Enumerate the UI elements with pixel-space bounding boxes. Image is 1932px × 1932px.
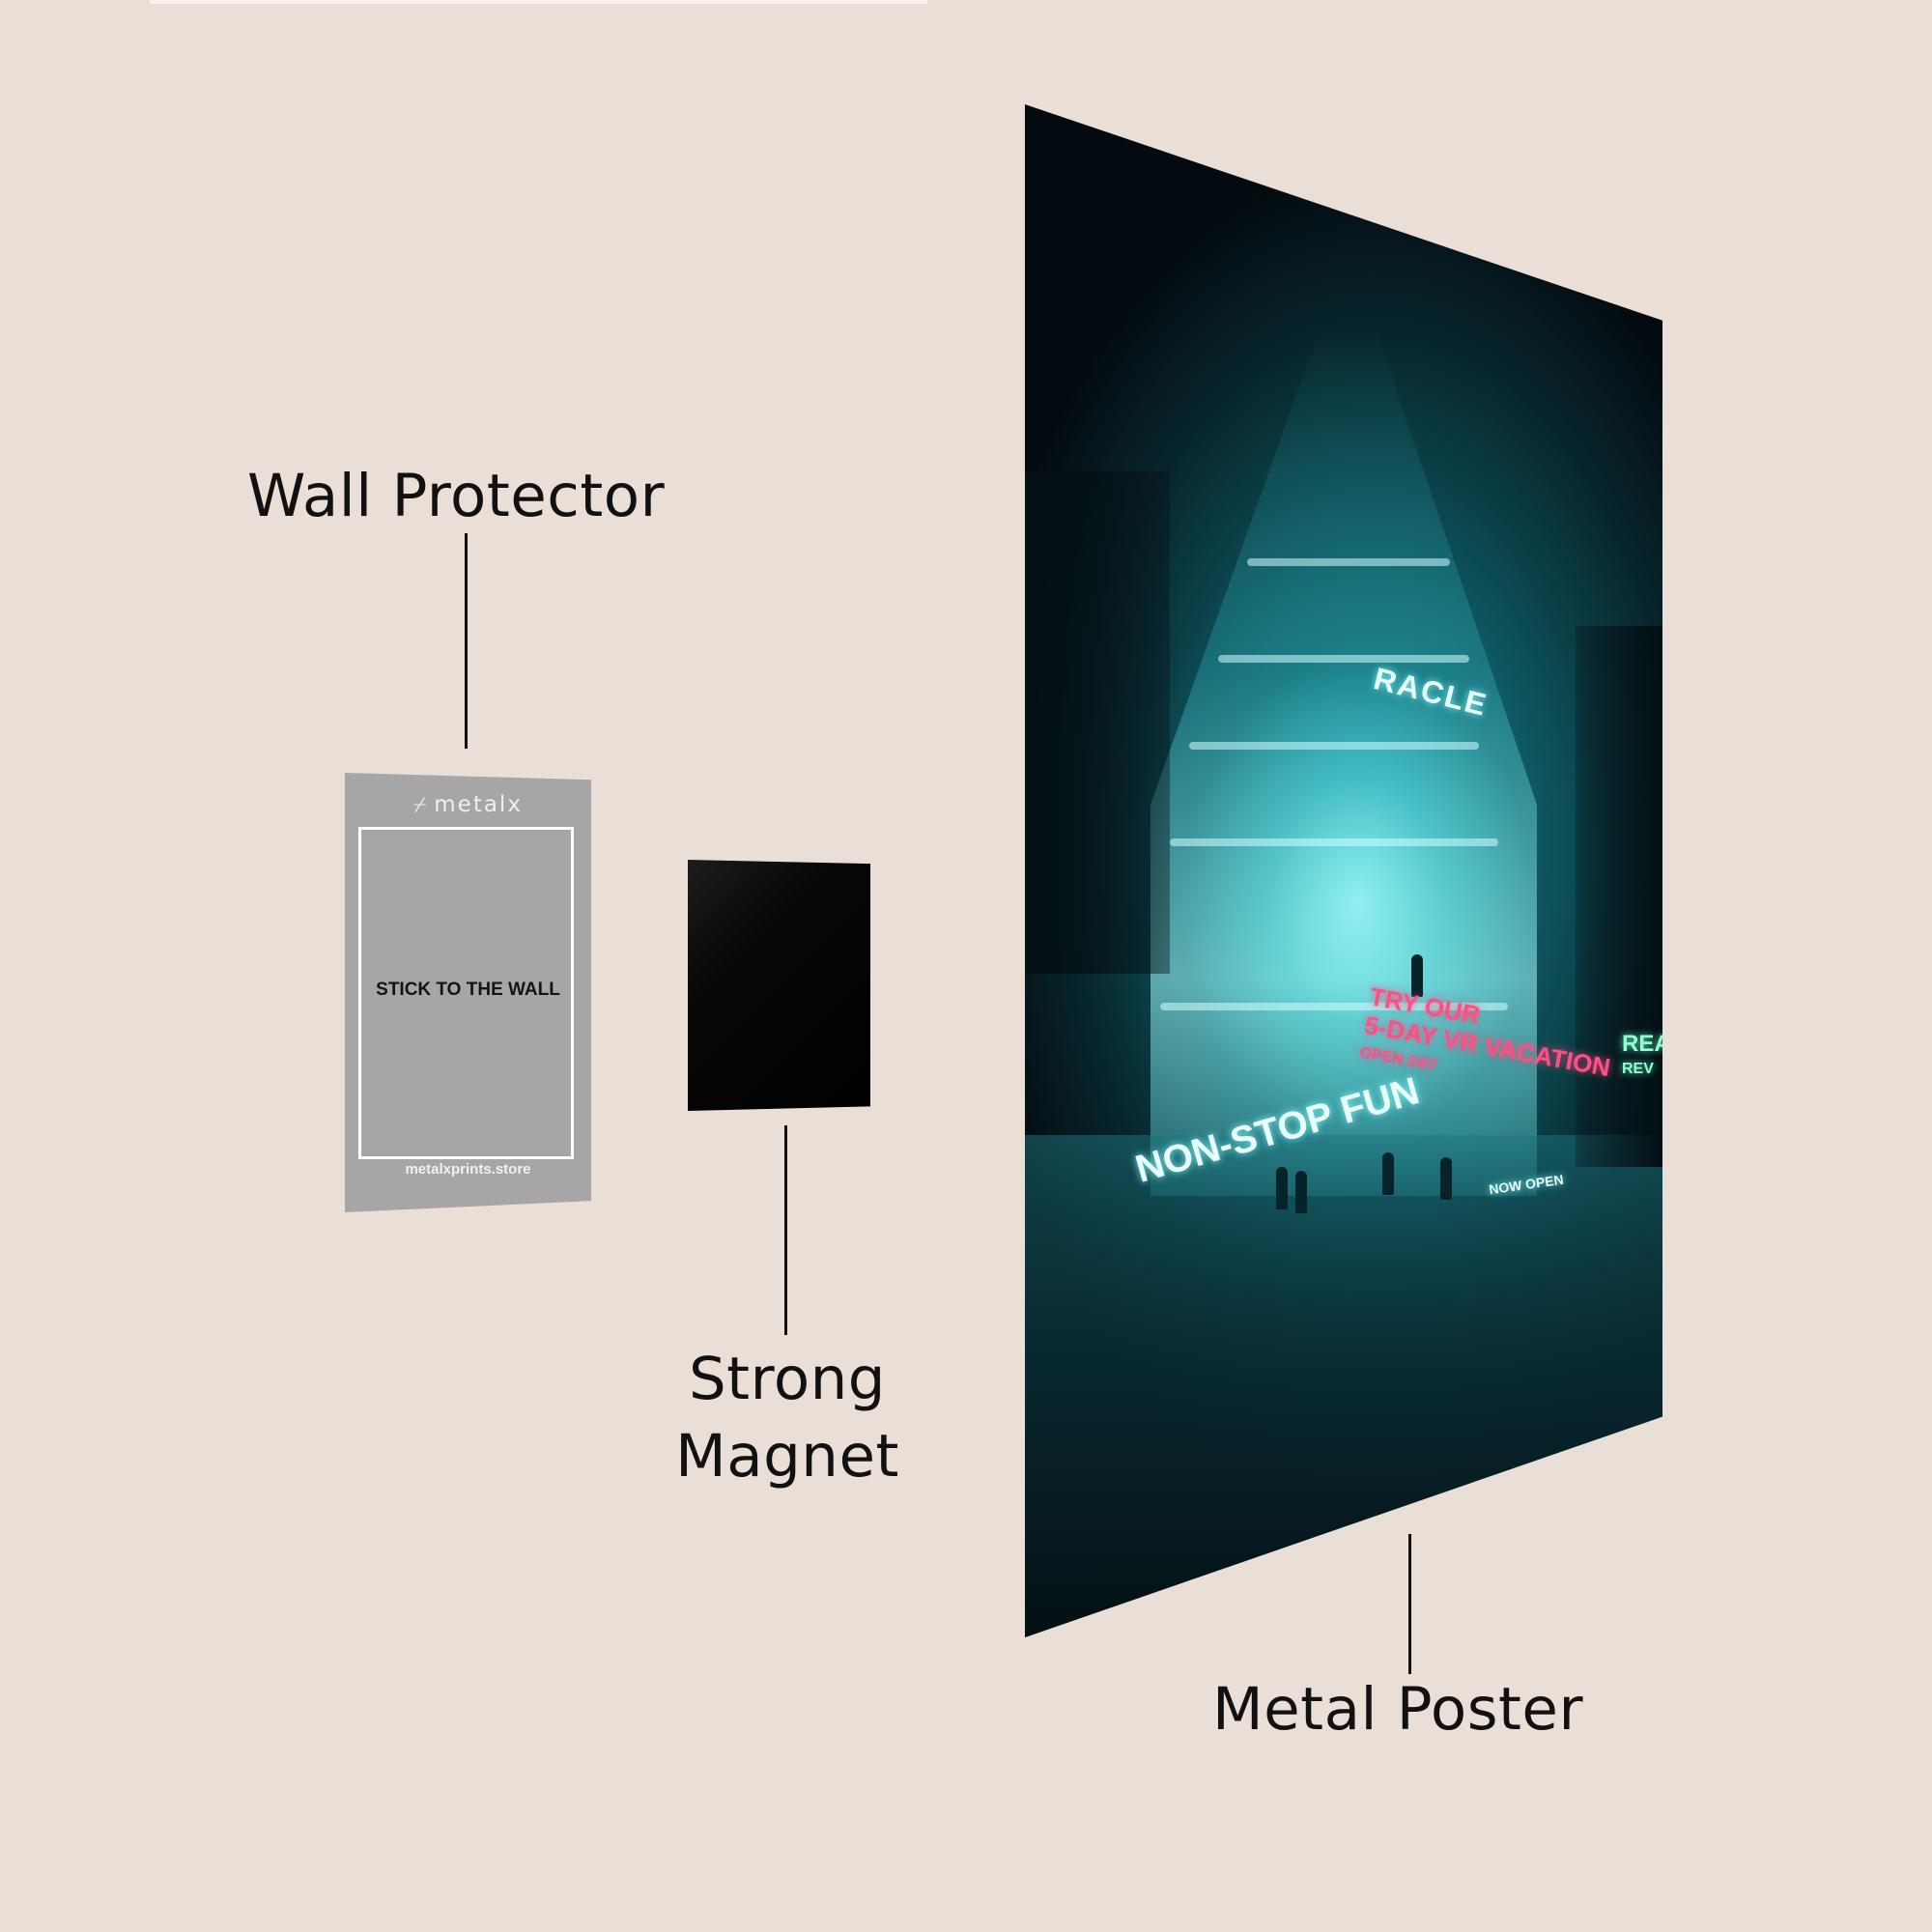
- protector-brand-text: metalx: [434, 792, 523, 817]
- strong-magnet-label: Strong Magnet: [667, 1341, 908, 1495]
- poster-tower-deck: [1160, 1003, 1508, 1010]
- poster-tower-deck: [1247, 558, 1450, 566]
- poster-shadow-left: [1025, 471, 1170, 974]
- protector-brand: ⌿metalx: [345, 792, 591, 817]
- top-edge-strip: [150, 0, 927, 4]
- poster-figure: [1295, 1171, 1307, 1213]
- wall-protector-label: Wall Protector: [247, 462, 666, 530]
- poster-street: [1025, 1135, 1662, 1637]
- wall-protector-card: ⌿metalx STICK TO THE WALL metalxprints.s…: [345, 773, 591, 1212]
- poster-tower-deck: [1218, 655, 1469, 663]
- strong-magnet-label-line2: Magnet: [675, 1422, 899, 1491]
- poster-figure: [1276, 1167, 1288, 1209]
- poster-sign-real-line1: REA: [1622, 1031, 1671, 1057]
- strong-magnet-label-line1: Strong: [688, 1345, 887, 1413]
- strong-magnet-leader-line: [784, 1125, 787, 1335]
- wall-protector-leader-line: [465, 533, 468, 749]
- metal-poster-leader-line: [1408, 1534, 1411, 1674]
- protector-inner-frame: [358, 827, 574, 1159]
- protector-instruction: STICK TO THE WALL: [376, 980, 560, 1000]
- protector-website: metalxprints.store: [405, 1161, 531, 1178]
- poster-artwork: RACLE NON-STOP FUN TRY OUR 5-DAY VR VACA…: [1025, 104, 1662, 1637]
- poster-figure: [1411, 954, 1423, 997]
- poster-tower-deck: [1170, 838, 1498, 846]
- metal-poster: RACLE NON-STOP FUN TRY OUR 5-DAY VR VACA…: [1025, 104, 1662, 1637]
- metalx-logo-icon: ⌿: [413, 793, 429, 817]
- poster-sign-real: REA REV: [1622, 1031, 1671, 1082]
- poster-sign-real-line2: REV: [1622, 1061, 1654, 1077]
- poster-tower-deck: [1189, 742, 1479, 750]
- strong-magnet: [688, 860, 870, 1111]
- poster-figure: [1440, 1157, 1452, 1200]
- metal-poster-label: Metal Poster: [1212, 1675, 1584, 1744]
- poster-figure: [1382, 1152, 1394, 1195]
- poster-shadow-right: [1576, 626, 1662, 1167]
